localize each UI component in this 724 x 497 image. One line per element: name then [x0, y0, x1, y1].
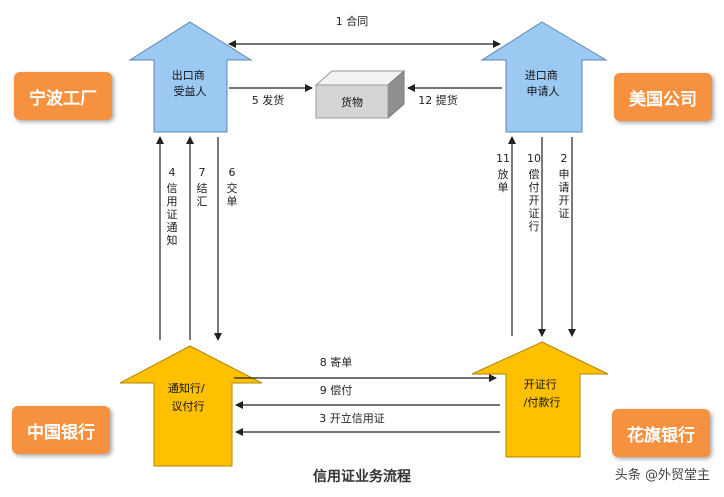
step-12-label: 12 提货	[418, 93, 458, 107]
tag-citibank: 花旗银行	[612, 409, 710, 457]
exporter-label-line2: 受益人	[174, 84, 207, 98]
watermark: 头条 @外贸堂主	[614, 468, 710, 483]
v6-char: 单	[227, 195, 238, 208]
v10-char: 行	[529, 220, 540, 233]
v10-char: 10	[527, 152, 541, 165]
advising-bank-label: 通知行/ 议付行	[168, 381, 208, 413]
v7-char: 7	[199, 166, 206, 179]
diagram-title: 信用证业务流程	[313, 469, 411, 485]
issuing-bank-label-line1: 开证行	[524, 378, 557, 391]
issuing-bank-label: 开证行 /付款行	[524, 378, 561, 409]
v10-char: 偿	[529, 167, 540, 181]
step-7-label: 7 结汇	[197, 166, 208, 208]
importer-arrow-shape	[480, 21, 608, 133]
v2-char: 2	[561, 152, 568, 165]
v10-char: 付	[529, 181, 540, 194]
v2-char: 申	[559, 168, 570, 181]
v11-char: 11	[496, 152, 510, 165]
v4-char: 知	[167, 233, 178, 247]
v4-char: 4	[169, 166, 176, 179]
tag-usa-company: 美国公司	[614, 73, 712, 121]
advising-bank-label-line1: 通知行/	[168, 381, 205, 395]
issuing-bank-label-line2: /付款行	[524, 395, 561, 409]
goods-box: 货物	[314, 69, 406, 120]
v11-char: 单	[498, 181, 509, 194]
v4-char: 用	[167, 195, 178, 208]
step-8-label: 8 寄单	[320, 355, 353, 369]
v4-char: 信	[167, 182, 178, 195]
importer-label: 进口商 申请人	[525, 68, 562, 98]
goods-label: 货物	[341, 95, 363, 109]
v10-char: 开	[529, 194, 540, 207]
advising-bank-label-line2: 议付行	[172, 400, 205, 413]
v4-char: 证	[167, 208, 178, 221]
step-5-label: 5 发货	[252, 93, 285, 107]
importer-label-line1: 进口商	[525, 68, 558, 82]
v2-char: 开	[559, 194, 570, 207]
step-9-label: 9 偿付	[320, 383, 353, 397]
v6-char: 6	[229, 166, 236, 179]
step-1-label: 1 合同	[336, 14, 369, 28]
issuing-bank-arrow-shape	[471, 341, 609, 458]
step-10-label: 10 偿付开证行	[527, 152, 541, 233]
tag-bank-of-china: 中国银行	[12, 406, 110, 454]
v7-char: 结	[197, 182, 208, 195]
step-4-label: 4 信用证通知	[167, 166, 178, 247]
v2-char: 证	[559, 207, 570, 220]
exporter-arrow-shape	[128, 21, 253, 133]
step-3-label: 3 开立信用证	[319, 411, 385, 425]
advising-bank-arrow-shape	[119, 345, 263, 467]
exporter-label: 出口商 受益人	[172, 68, 209, 98]
v10-char: 证	[529, 207, 540, 220]
exporter-label-line1: 出口商	[172, 68, 205, 82]
tag-ningbo-factory: 宁波工厂	[14, 72, 112, 120]
step-2-label: 2 申请开证	[559, 152, 570, 220]
v2-char: 请	[559, 181, 570, 194]
step-6-label: 6 交单	[227, 166, 238, 208]
v11-char: 放	[498, 167, 509, 181]
v7-char: 汇	[197, 195, 208, 208]
step-11-label: 11 放单	[496, 152, 510, 194]
v4-char: 通	[167, 221, 178, 234]
importer-label-line2: 申请人	[527, 85, 560, 98]
v6-char: 交	[227, 181, 238, 195]
